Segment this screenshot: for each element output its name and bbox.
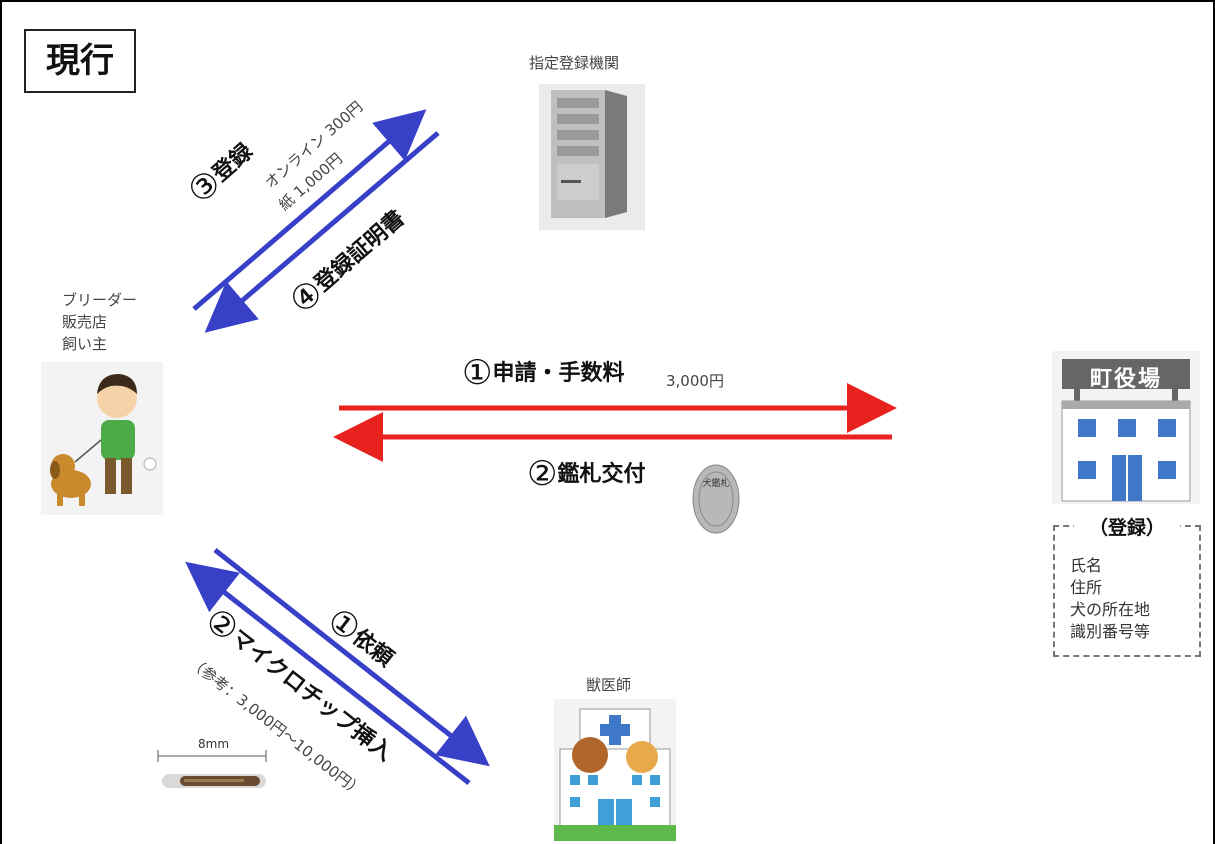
- apply-fee: 3,000円: [666, 372, 724, 390]
- owner-label: ブリーダー 販売店 飼い主: [62, 291, 138, 353]
- microchip-icon: [157, 750, 267, 788]
- registration-title: （登録）: [1074, 513, 1180, 540]
- arrow-register-to-registry: [192, 109, 427, 311]
- page-title: 現行: [24, 29, 136, 93]
- vet-label: 獣医師: [586, 676, 632, 694]
- arrow-certificate-to-owner: [204, 131, 440, 333]
- server-icon: [539, 84, 645, 230]
- dog-tag-icon: [692, 464, 740, 534]
- arrow-request-to-vet: [213, 548, 490, 767]
- label-tag: ②鑑札交付: [527, 454, 646, 494]
- animal-hospital-icon: [554, 699, 676, 841]
- arrow-chip-to-owner: [185, 561, 471, 785]
- registration-items: 氏名 住所 犬の所在地 識別番号等: [1070, 556, 1151, 641]
- town-hall-sign: 町役場: [1089, 367, 1162, 392]
- label-apply: ①申請・手数料: [462, 353, 625, 393]
- chip-size-label: 8mm: [198, 737, 230, 751]
- owner-with-dog-icon: [41, 362, 163, 515]
- registry-label: 指定登録機関: [529, 54, 620, 72]
- dog-tag-text: 犬鑑札: [702, 479, 730, 489]
- town-hall-icon: [1052, 351, 1200, 504]
